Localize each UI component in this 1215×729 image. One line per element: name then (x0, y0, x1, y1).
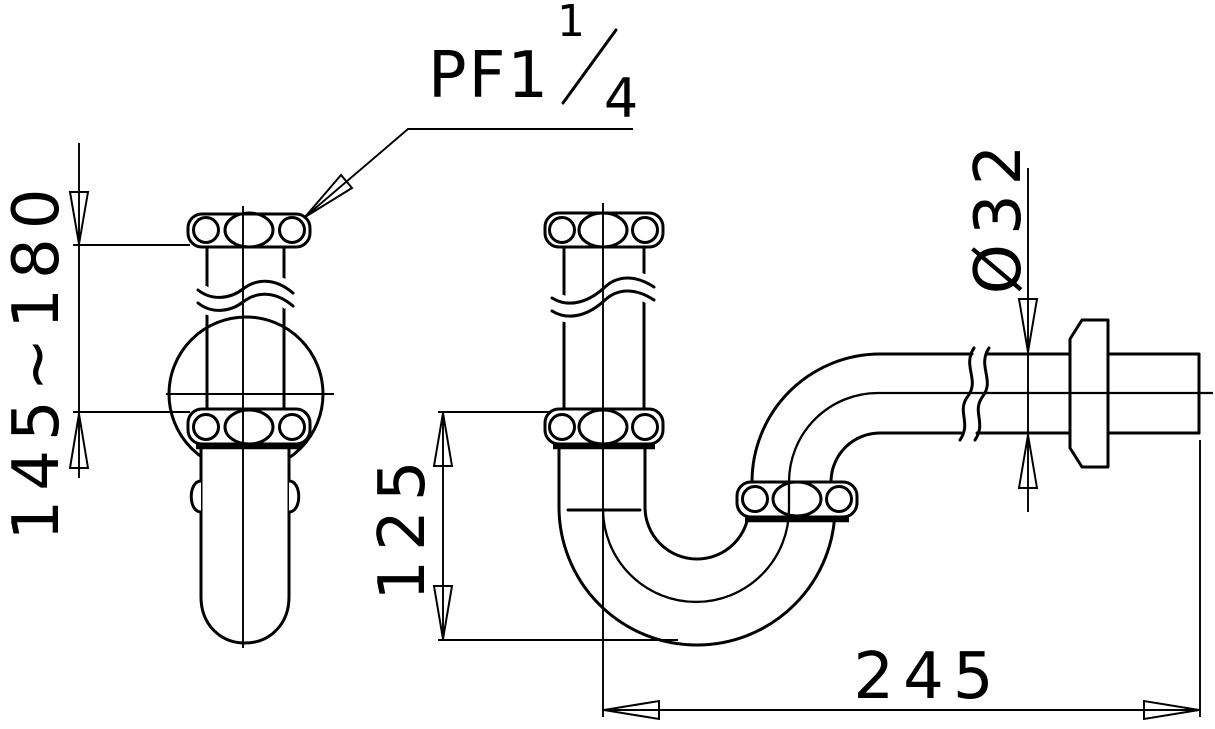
outlet-nut-hole-left (741, 485, 769, 513)
dim-height-range-text: 145~180 (0, 180, 74, 541)
dim-inlet-depth-text: 125 (366, 451, 440, 600)
dim-outlet-length-text: 245 (853, 640, 1002, 714)
thread-fraction-numerator: 1 (557, 0, 585, 47)
thread-callout: PF1 1 4 (304, 0, 638, 218)
u-bend-inner-arc (643, 505, 751, 561)
dim-outlet-diameter: Ø32 (962, 136, 1039, 512)
side-lower-nut-hole-left (192, 413, 220, 441)
elbow-inner-arc (829, 431, 882, 484)
side-top-nut-boss (223, 211, 275, 249)
inlet-pipe-break-line-1 (550, 276, 656, 305)
side-top-nut-hole-right (278, 216, 306, 244)
side-view (167, 211, 325, 645)
side-lug-left (189, 479, 202, 514)
inlet-pipe-break-eraser (545, 271, 662, 323)
dim-outlet-diameter-text: Ø32 (962, 136, 1036, 295)
u-bend-outer-arc (557, 505, 837, 647)
thread-label-text: PF1 (428, 39, 550, 113)
side-lower-nut-hole-right (278, 413, 306, 441)
outlet-nut-hole-right (825, 485, 853, 513)
outlet-break-line-2 (973, 346, 991, 442)
inlet-top-nut-hole-left (548, 216, 576, 244)
inlet-lower-nut-hole-left (548, 413, 576, 441)
centerlines (166, 203, 1213, 717)
inlet-lower-nut-hole-right (631, 413, 659, 441)
front-view (543, 211, 1201, 647)
elbow-outer-arc (750, 352, 882, 484)
side-lug-right (288, 479, 301, 514)
dim-outlet-length: 245 (603, 440, 1201, 721)
trap-tube-centerline (601, 391, 1213, 604)
dim-inlet-depth: 125 (366, 411, 678, 641)
inlet-pipe-break-line-2 (550, 289, 656, 318)
inlet-top-nut-hole-right (631, 216, 659, 244)
side-top-nut-hole-left (192, 216, 220, 244)
side-tailpipe (199, 444, 291, 645)
thread-fraction-slash (561, 28, 618, 105)
outlet-break-line-1 (958, 346, 976, 442)
dim-height-range: 145~180 (0, 143, 190, 540)
thread-leader-line (304, 128, 633, 218)
thread-fraction-denominator: 4 (604, 67, 638, 130)
